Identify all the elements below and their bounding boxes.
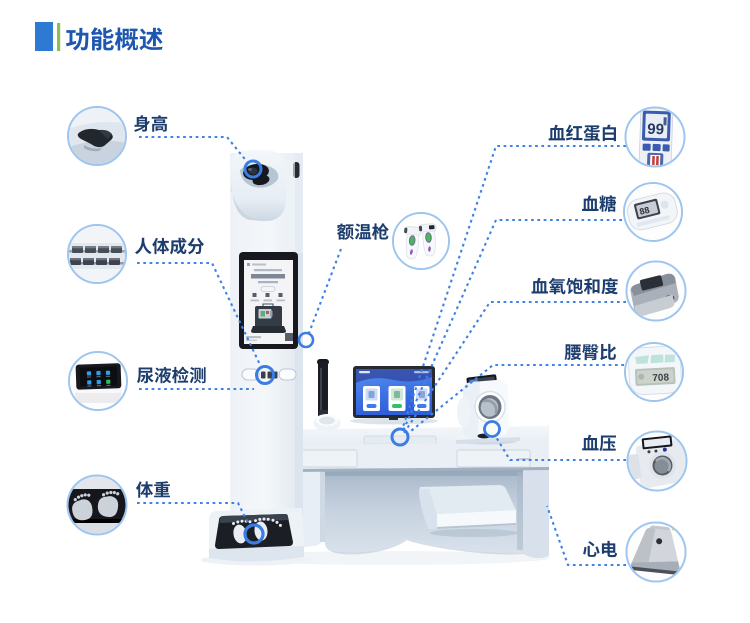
svg-text:708: 708 [652,372,670,384]
svg-text:99: 99 [647,121,664,139]
svg-text:88: 88 [638,205,650,217]
